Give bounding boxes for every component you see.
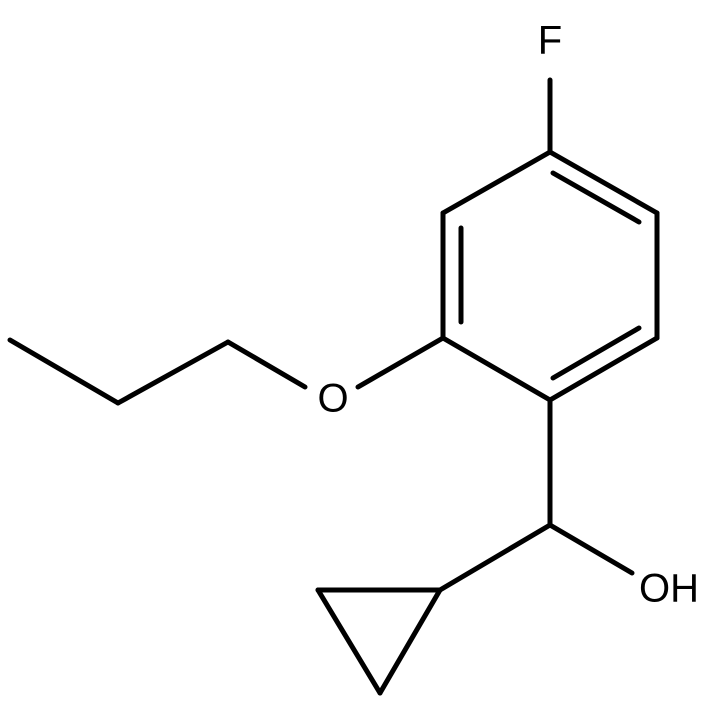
bond-ring-o [355, 335, 446, 390]
bond-ch2-ch3 [7, 337, 121, 406]
benzene-ring [440, 149, 660, 403]
ring-bond-c1-c2 [547, 149, 660, 216]
ring-double-bond-c1-c2 [550, 170, 642, 225]
ring-bond-c6-c1 [440, 149, 553, 216]
bond-ch2-ch2 [115, 339, 231, 406]
fluorine-label: F [538, 19, 562, 63]
cyclopropyl-bond-c [377, 587, 443, 696]
ring-double-bond-c3-c4 [550, 325, 642, 381]
bond-carbinol-oh [547, 522, 635, 576]
ether-oxygen-label: O [317, 377, 348, 421]
ring-bond-c4-c5 [440, 335, 553, 403]
hydroxyl-label: OH [639, 567, 699, 611]
cyclopropyl-bond-b [315, 587, 383, 696]
ring-bond-c3-c4 [547, 335, 660, 403]
propoxy-chain [7, 335, 446, 406]
carbinol-group [437, 397, 635, 593]
bond-carbinol-cyclopropyl [437, 522, 553, 593]
bond-o-ch2 [225, 339, 308, 390]
cyclopropyl-ring [315, 587, 443, 696]
